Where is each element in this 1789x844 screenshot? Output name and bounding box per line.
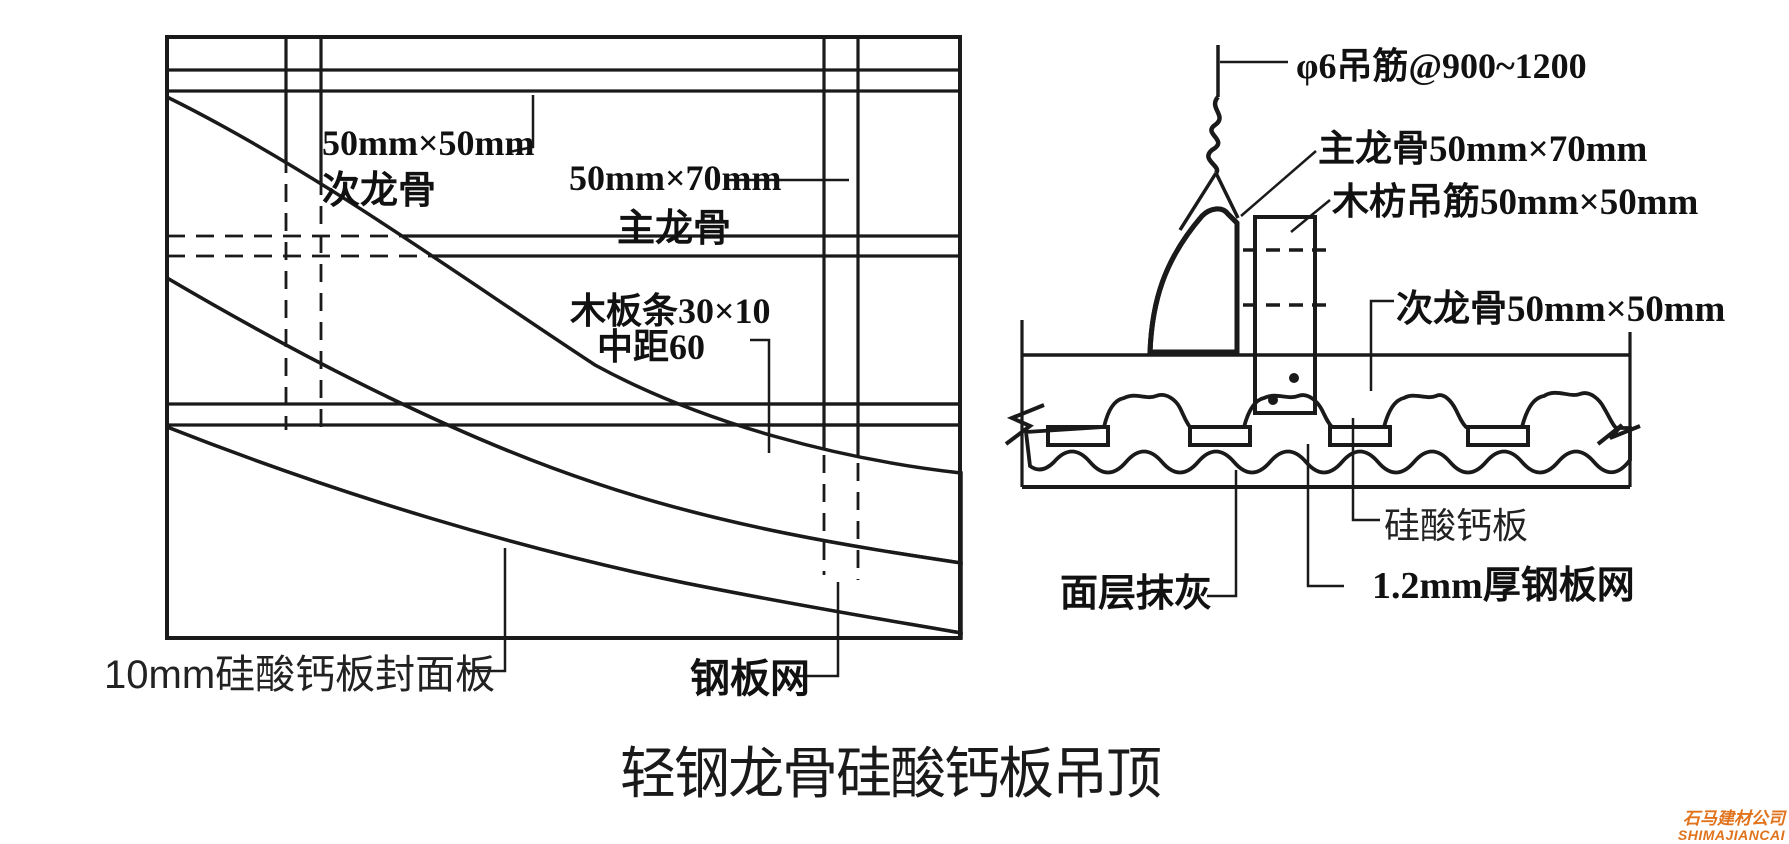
hanger-rod (1178, 45, 1240, 231)
wood-hanger-label: 木枋吊筋50mm×50mm (1332, 181, 1699, 223)
lower-keel-lines (167, 402, 960, 427)
secondary-keel-name-label: 次龙骨 (322, 170, 436, 212)
main-keel-label: 主龙骨50mm×70mm (1318, 128, 1648, 170)
right-diagram: φ6吊筋@900~1200 主龙骨50mm×70mm 木枋吊筋50mm×50mm… (1004, 45, 1726, 615)
main-keel-section (1147, 206, 1240, 355)
face-panel-label: 10mm硅酸钙板封面板 (104, 653, 495, 697)
main-keel-size-label: 50mm×70mm (569, 158, 781, 198)
break-mark-left (1004, 403, 1045, 446)
watermark-company-en: SHIMAJIANCAI (1677, 826, 1785, 843)
right-leaders (1207, 60, 1394, 598)
left-outside-leaders (467, 548, 840, 678)
left-leaders (508, 95, 849, 453)
calcium-board-label: 硅酸钙板 (1384, 505, 1528, 546)
mesh-thickness-label: 1.2mm厚钢板网 (1372, 565, 1635, 607)
break-mark-right (1596, 423, 1641, 446)
board-plaster-band (1023, 390, 1632, 475)
face-panel-layer (165, 424, 963, 640)
surface-plaster-label: 面层抹灰 (1060, 573, 1212, 615)
mesh-strips (1046, 425, 1530, 447)
plan-border (165, 35, 962, 640)
nail-dot (1289, 373, 1299, 383)
wood-strip-label-line2: 中距60 (597, 327, 705, 367)
drawing-title: 轻钢龙骨硅酸钙板吊顶 (620, 742, 1160, 805)
left-diagram: 50mm×50mm 次龙骨 50mm×70mm 主龙骨 木板条30×10 中距6… (165, 35, 963, 640)
wood-strip-label-line1: 木板条30×10 (570, 291, 771, 331)
watermark-company-cn: 石马建材公司 (1683, 809, 1785, 829)
steel-mesh-label: 钢板网 (690, 656, 810, 701)
secondary-keel-label: 次龙骨50mm×50mm (1396, 288, 1726, 330)
hidden-keel-dashes (167, 155, 860, 580)
nail-dot (1268, 395, 1278, 405)
watermark: 石马建材公司 SHIMAJIANCAI (1678, 810, 1785, 842)
main-keel-name-label: 主龙骨 (617, 208, 731, 250)
wood-hanger-batten (1243, 215, 1330, 415)
secondary-keel-size-label: 50mm×50mm (322, 123, 534, 163)
hanger-rod-label: φ6吊筋@900~1200 (1296, 46, 1587, 86)
